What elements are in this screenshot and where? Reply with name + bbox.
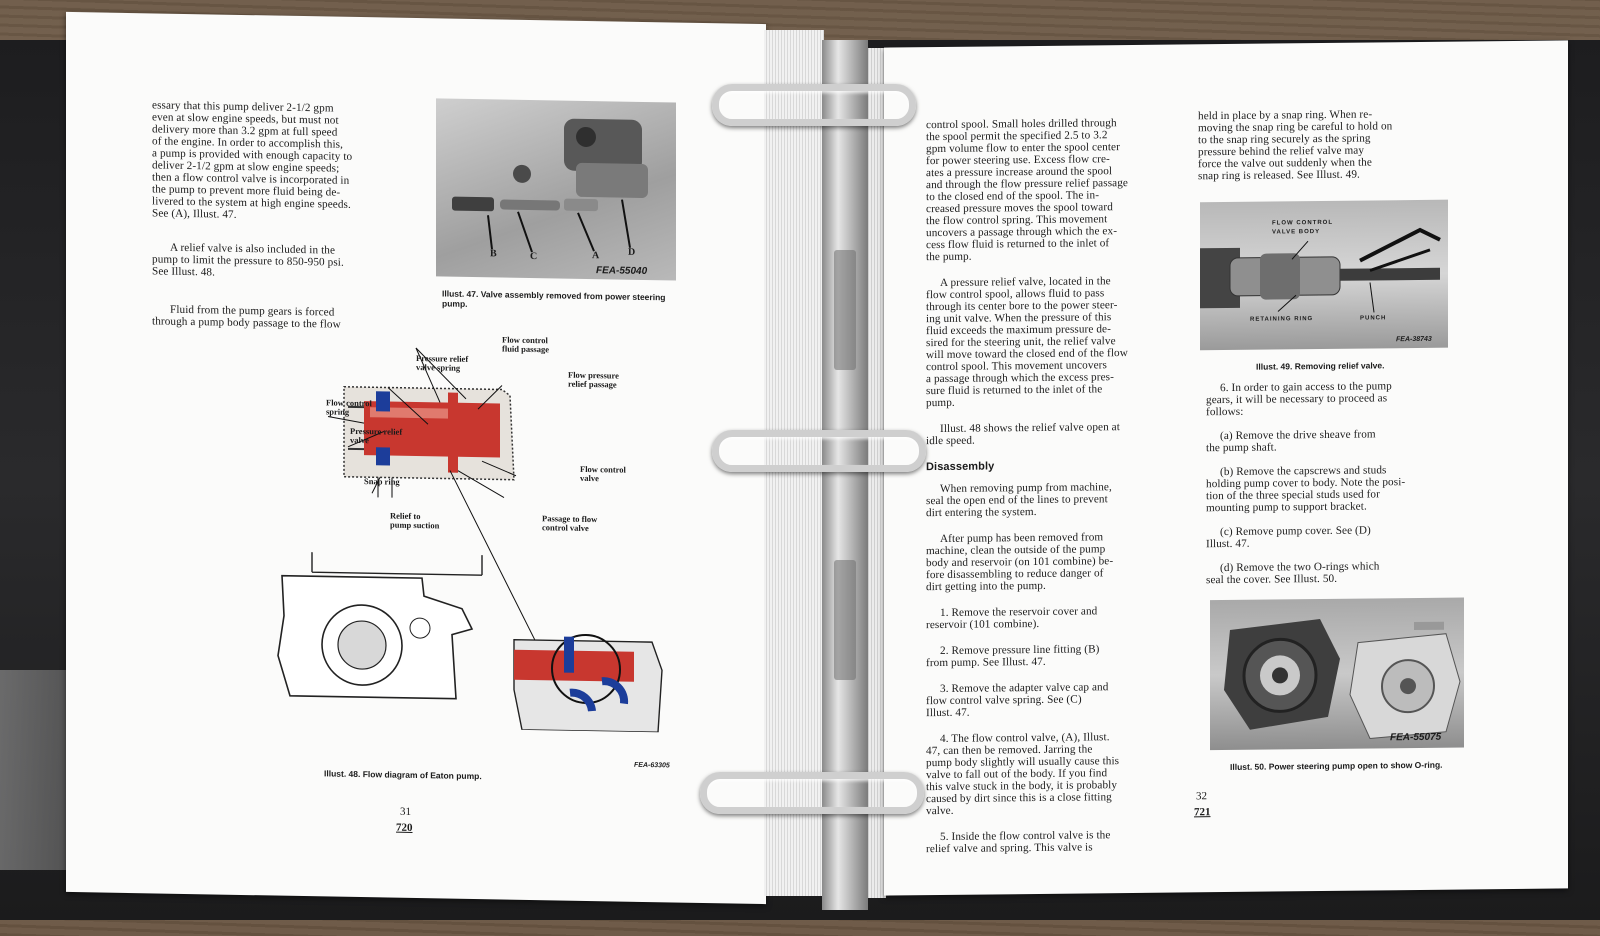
binder-ring-top	[712, 84, 916, 126]
label-relief-to-pump-suction: Relief to pump suction	[390, 510, 440, 531]
label-flow-control-valve-body: FLOW CONTROL VALVE BODY	[1272, 219, 1333, 236]
illust-49-caption: Illust. 49. Removing relief valve.	[1256, 360, 1385, 372]
step: (c) Remove pump cover. See (D) Illust. 4…	[1206, 524, 1371, 551]
label-passage-to-flow-control-valve: Passage to flow control valve	[542, 513, 598, 534]
left-page: essary that this pump deliver 2-1/2 gpm …	[66, 11, 766, 905]
step: (a) Remove the drive sheave from the pum…	[1206, 428, 1376, 455]
part-letter-c: C	[530, 250, 538, 263]
label-flow-pressure-relief-passage: Flow pressure relief passage	[568, 369, 619, 390]
paragraph: A relief valve is also included in the p…	[152, 241, 344, 279]
step: 6. In order to gain access to the pump g…	[1206, 380, 1392, 419]
label-flow-control-fluid-passage: Flow control fluid passage	[502, 334, 549, 355]
paragraph: essary that this pump deliver 2-1/2 gpm …	[152, 99, 353, 221]
left-text-column: essary that this pump deliver 2-1/2 gpm …	[152, 99, 482, 343]
page-stack-left	[764, 30, 824, 896]
figure-code: FEA-55040	[596, 265, 648, 278]
figure-code: FEA-63305	[634, 761, 670, 770]
right-text-column-1: control spool. Small holes drilled throu…	[926, 116, 1191, 865]
illust-47-photo: B C A D FEA-55040	[436, 98, 676, 281]
paragraph: Illust. 48 shows the relief valve open a…	[926, 421, 1120, 448]
illust-49-photo: FLOW CONTROL VALVE BODY RETAINING RING P…	[1200, 199, 1448, 351]
label-flow-control-spring: Flow control spring	[326, 397, 372, 417]
page-number: 32	[1196, 790, 1207, 803]
step: 5. Inside the flow control valve is the …	[926, 829, 1111, 856]
label-pressure-relief-valve: Pressure relief valve	[350, 425, 403, 446]
paragraph: control spool. Small holes drilled throu…	[926, 117, 1128, 264]
illust-50-photo: FEA-55075	[1210, 597, 1464, 751]
label-pressure-relief-valve-spring: Pressure relief valve spring	[416, 353, 469, 373]
label-punch: PUNCH	[1360, 315, 1387, 322]
illust-48-diagram: Flow control fluid passage Pressure reli…	[252, 325, 672, 769]
step: 4. The flow control valve, (A), Illust. …	[926, 731, 1120, 818]
page-number: 31	[400, 805, 411, 818]
sheet-number: 721	[1194, 806, 1211, 819]
step: 1. Remove the reservoir cover and reserv…	[926, 605, 1098, 632]
paragraph: held in place by a snap ring. When re- m…	[1198, 108, 1393, 183]
binder-ring-bottom	[700, 772, 924, 814]
paragraph: A pressure relief valve, located in the …	[926, 275, 1128, 410]
figure-code: FEA-38743	[1396, 335, 1432, 344]
section-heading: Disassembly	[926, 460, 995, 474]
label-retaining-ring: RETAINING RING	[1250, 316, 1314, 323]
part-letter-b: B	[490, 248, 497, 260]
page-stack-right	[866, 48, 886, 898]
label-flow-control-valve: Flow control valve	[580, 463, 626, 484]
paragraph: After pump has been removed from machine…	[926, 531, 1114, 594]
illust-48-caption: Illust. 48. Flow diagram of Eaton pump.	[324, 768, 482, 782]
sheet-number: 720	[396, 821, 413, 834]
step: (d) Remove the two O-rings which seal th…	[1206, 560, 1380, 587]
label-snap-ring: Snap ring	[364, 476, 400, 487]
step: 3. Remove the adapter valve cap and flow…	[926, 681, 1109, 720]
part-letter-d: D	[628, 246, 636, 258]
illust-50-caption: Illust. 50. Power steering pump open to …	[1230, 759, 1443, 772]
part-letter-a: A	[592, 250, 600, 262]
illust-47-caption: Illust. 47. Valve assembly removed from …	[442, 288, 666, 309]
right-text-column-2: held in place by a snap ring. When re- m…	[1198, 108, 1450, 193]
step: 2. Remove pressure line fitting (B) from…	[926, 643, 1100, 670]
right-text-column-2b: 6. In order to gain access to the pump g…	[1206, 380, 1454, 597]
binder-ring-middle	[712, 430, 926, 472]
paragraph: When removing pump from machine, seal th…	[926, 481, 1112, 520]
figure-code: FEA-55075	[1390, 731, 1442, 744]
right-page: control spool. Small holes drilled throu…	[884, 40, 1568, 896]
step: (b) Remove the capscrews and studs holdi…	[1206, 464, 1406, 515]
binder-spine	[822, 40, 868, 910]
